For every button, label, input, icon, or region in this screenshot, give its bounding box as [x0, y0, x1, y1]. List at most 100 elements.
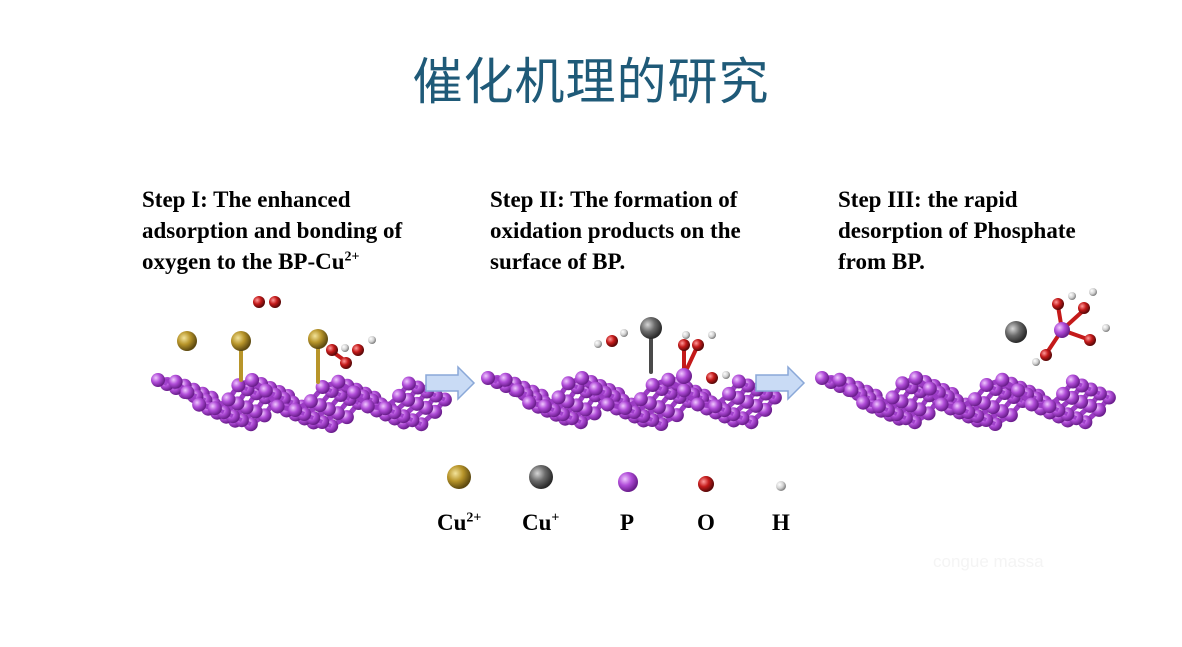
phosphorus-atom	[221, 392, 236, 407]
phosphorus-atom	[708, 399, 723, 414]
phosphorus-atom	[378, 401, 393, 416]
legend-cu1-atom	[529, 465, 553, 489]
phosphorus-atom	[1011, 383, 1025, 398]
phosphorus-atom	[303, 394, 318, 409]
phosphorus-atom	[895, 376, 910, 391]
phosphorus-atom	[844, 383, 859, 398]
phosphorus-atom	[392, 388, 407, 403]
phosphorus-atom	[288, 402, 303, 417]
phosphorus-atom	[331, 374, 346, 389]
hydrogen-atom	[594, 340, 602, 348]
phosphorus-atom	[575, 371, 590, 385]
phosphorus-atom	[498, 372, 513, 387]
hydrogen-atom	[1102, 324, 1110, 332]
phosphorus-atom	[722, 386, 737, 401]
phosphorus-atom	[979, 378, 994, 393]
phosphorus-atom	[270, 399, 285, 414]
oxygen-atom	[340, 357, 352, 369]
legend-label-p: P	[620, 510, 635, 535]
phosphorus-atom	[645, 378, 660, 393]
phosphorus-atom	[1024, 397, 1039, 412]
hydrogen-atom	[341, 344, 349, 352]
phosphorus-atom	[909, 371, 924, 385]
legend-label-h: H	[772, 510, 790, 535]
cu2-atom	[231, 331, 251, 351]
legend-label-cu2: Cu2+	[437, 510, 482, 535]
arrow-step2-to-step3	[755, 365, 806, 401]
legend-h-atom	[776, 481, 786, 491]
hydrogen-atom	[368, 336, 376, 344]
oxygen-atom	[706, 372, 718, 384]
oxygen-atom	[253, 296, 265, 308]
legend-o-atom	[698, 476, 714, 492]
phosphorus-atom	[832, 372, 847, 387]
oxygen-atom	[326, 344, 338, 356]
legend-label-o: O	[697, 510, 715, 535]
cu1-atom	[640, 317, 662, 339]
phosphorus-atom	[180, 385, 195, 400]
phosphorus-atom	[952, 400, 967, 415]
phosphorus-atom	[995, 372, 1010, 387]
phosphorus-atom	[522, 395, 537, 410]
oxygen-atom	[1040, 349, 1052, 361]
phosphorus-atom	[510, 383, 525, 398]
oxygen-atom	[269, 296, 281, 308]
legend-label-cu1: Cu+	[522, 510, 560, 535]
phosphorus-atom	[661, 372, 676, 387]
phosphorus-atom	[207, 401, 222, 416]
step-2-caption: Step II: The formation of oxidation prod…	[490, 187, 741, 274]
oxygen-atom	[1052, 298, 1064, 310]
cu1-atom	[1005, 321, 1027, 343]
phosphorus-atom	[360, 399, 375, 414]
phosphorus-atom	[633, 392, 648, 407]
molecule-structures	[151, 288, 1116, 433]
phosphorus-atom	[1065, 374, 1080, 389]
phosphorus-atom	[151, 373, 165, 387]
phosphorus-atom	[258, 383, 273, 398]
phosphorus-atom	[618, 400, 633, 415]
legend-p-atom	[618, 472, 638, 492]
phosphorus-atom	[401, 376, 416, 391]
phosphorus-atom	[231, 378, 246, 393]
oxygen-atom	[1078, 302, 1090, 314]
hydrogen-atom	[708, 331, 716, 339]
hydrogen-atom	[682, 331, 690, 339]
hydrogen-atom	[1068, 292, 1076, 300]
phosphorus-atom	[731, 374, 746, 389]
phosphorus-atom	[885, 390, 900, 405]
step-1-caption: Step I: The enhanced adsorption and bond…	[142, 187, 403, 274]
phosphorus-atom	[871, 399, 886, 414]
phosphorus-atom	[677, 383, 691, 398]
phosphorus-atom	[856, 395, 871, 410]
watermark-text: congue massa	[933, 552, 1044, 571]
phosphorus-atom	[537, 399, 552, 414]
phosphorus-atom	[481, 371, 495, 385]
hydrogen-atom	[1032, 358, 1040, 366]
phosphorus-atom	[1054, 322, 1070, 338]
phosphorus-atom	[690, 397, 705, 412]
hydrogen-atom	[1089, 288, 1097, 296]
oxygen-atom	[692, 339, 704, 351]
arrow-step1-to-step2	[425, 365, 476, 401]
cu2-atom	[308, 329, 328, 349]
phosphorus-atom	[967, 392, 982, 407]
phosphorus-atom	[588, 381, 603, 396]
phosphorus-atom	[245, 373, 260, 387]
oxygen-atom	[1084, 334, 1096, 346]
step-3-caption: Step III: the rapid desorption of Phosph…	[838, 187, 1076, 274]
phosphorus-atom	[600, 397, 615, 412]
hydrogen-atom	[620, 329, 628, 337]
oxygen-atom	[678, 339, 690, 351]
phosphorus-atom	[168, 374, 183, 389]
phosphorus-atom	[551, 390, 566, 405]
phosphorus-atom	[934, 397, 949, 412]
phosphorus-atom	[1056, 386, 1071, 401]
phosphorus-atom	[192, 397, 207, 412]
oxygen-atom	[352, 344, 364, 356]
cu2-atom	[177, 331, 197, 351]
phosphorus-atom	[1042, 399, 1057, 414]
phosphorus-atom	[922, 381, 937, 396]
page-title: 催化机理的研究	[412, 53, 770, 111]
phosphorus-atom	[561, 376, 576, 391]
